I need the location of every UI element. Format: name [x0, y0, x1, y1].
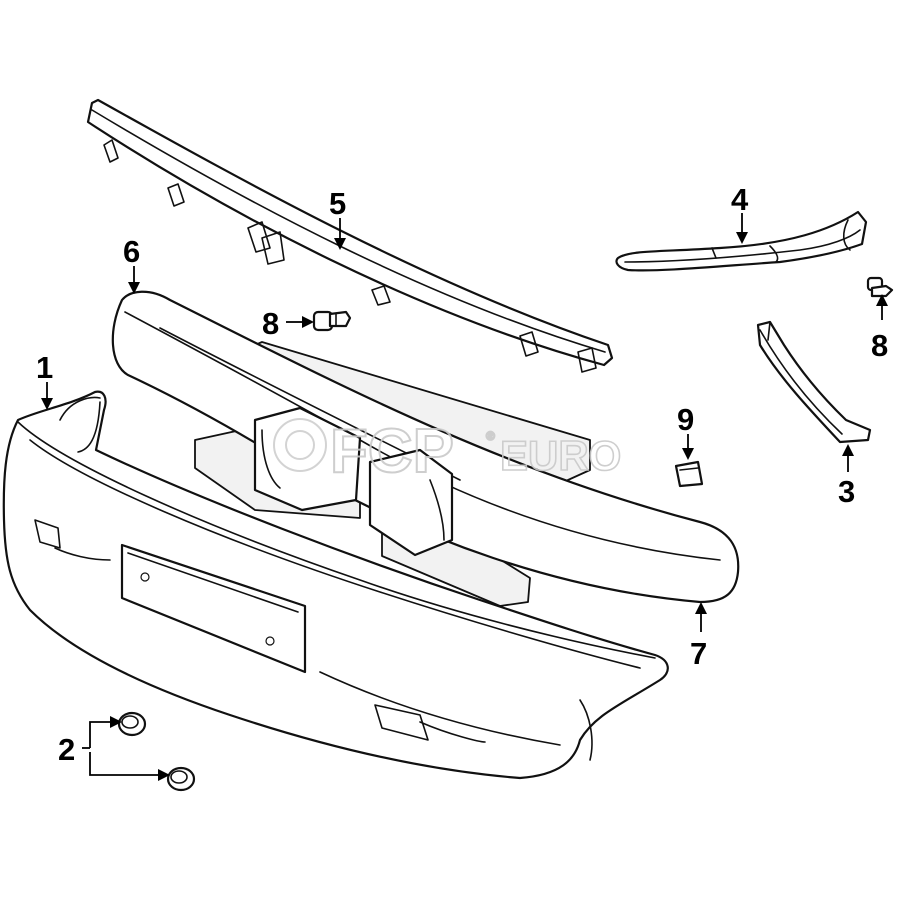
part-1-bumper-cover: [2, 390, 669, 780]
part-3-bracket: [756, 320, 872, 444]
callout-9: 9: [677, 402, 694, 437]
part-8-fastener-left: [312, 310, 352, 332]
watermark-suffix: EURO: [500, 432, 621, 479]
part-8-fastener-right: [866, 276, 894, 298]
part-4-strip: [615, 210, 868, 272]
watermark-mark: ®: [486, 429, 495, 443]
watermark-brand: FCP: [330, 417, 454, 486]
callout-2: 2: [58, 732, 75, 767]
callout-6: 6: [123, 234, 140, 269]
callout-3: 3: [838, 474, 855, 509]
callout-8-left: 8: [262, 306, 279, 341]
part-9-clip: [674, 460, 704, 488]
callout-5: 5: [329, 186, 346, 221]
callout-8-right: 8: [871, 328, 888, 363]
part-2-caps: [117, 711, 196, 792]
callout-1: 1: [36, 350, 53, 385]
callout-7: 7: [690, 636, 707, 671]
part-6-absorber: [111, 290, 740, 607]
callout-4: 4: [731, 182, 749, 217]
part-5-retainer: [86, 98, 614, 373]
watermark: FCP ® EURO: [273, 416, 622, 487]
